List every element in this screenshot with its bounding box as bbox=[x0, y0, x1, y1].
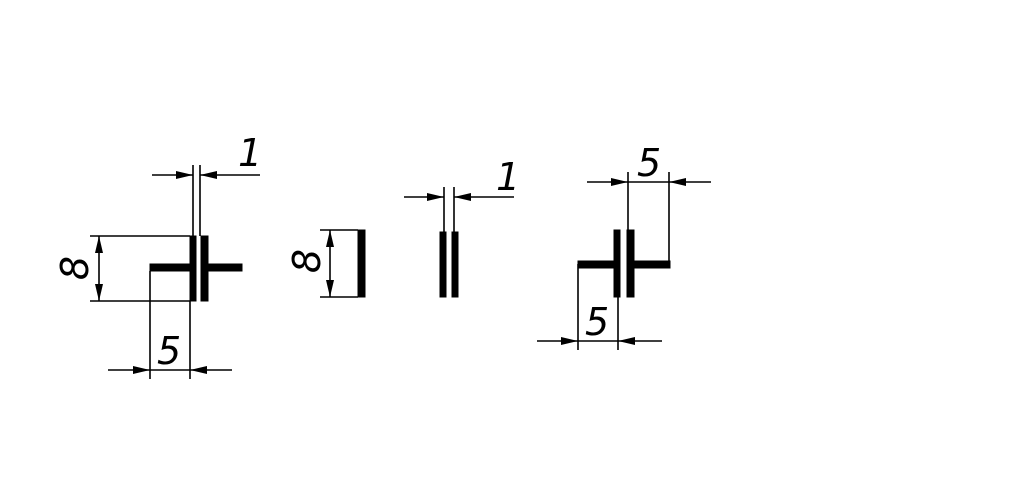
fig4-bottom-arrow-left bbox=[561, 337, 578, 345]
fig2-arrow-bottom bbox=[326, 280, 334, 297]
fig1-top-dim-label: 1 bbox=[238, 131, 262, 175]
fig3-plate-right bbox=[451, 231, 459, 298]
fig1-top-arrow-left bbox=[176, 171, 193, 179]
fig1-bottom-dim-label: 5 bbox=[157, 329, 181, 373]
fig4-top-arrow-left bbox=[611, 178, 628, 186]
fig1-bottom-arrow-left bbox=[133, 366, 150, 374]
figure-1-capacitor-with-leads: 1 8 5 bbox=[53, 131, 262, 379]
fig3-dim-label: 1 bbox=[496, 155, 520, 199]
fig4-plate-left bbox=[613, 229, 621, 298]
fig4-plate-right bbox=[626, 229, 635, 298]
fig1-left-lead bbox=[149, 263, 191, 272]
fig1-plate-left bbox=[189, 235, 197, 302]
fig3-arrow-right bbox=[454, 193, 471, 201]
fig3-plate-left bbox=[439, 231, 447, 298]
fig1-bottom-arrow-right bbox=[190, 366, 207, 374]
fig2-plate bbox=[357, 229, 366, 298]
fig2-dim-label: 8 bbox=[285, 249, 329, 273]
fig1-right-lead bbox=[207, 263, 243, 272]
fig4-top-dim-label: 5 bbox=[637, 141, 661, 185]
figure-4-capacitor-with-offset-leads: 5 5 bbox=[537, 141, 711, 350]
fig1-top-arrow-right bbox=[200, 171, 217, 179]
fig4-left-lead bbox=[577, 260, 617, 269]
fig4-right-lead bbox=[633, 260, 671, 269]
fig2-arrow-top bbox=[326, 230, 334, 247]
figure-2-single-plate: 8 bbox=[285, 229, 366, 298]
fig1-left-dim-label: 8 bbox=[53, 256, 97, 280]
fig4-bottom-arrow-right bbox=[618, 337, 635, 345]
fig1-left-arrow-bottom bbox=[95, 284, 103, 301]
fig3-arrow-left bbox=[427, 193, 444, 201]
figure-3-two-plates: 1 bbox=[404, 155, 520, 298]
fig4-bottom-dim-label: 5 bbox=[585, 300, 609, 344]
fig1-plate-right bbox=[200, 235, 209, 302]
fig4-top-arrow-right bbox=[669, 178, 686, 186]
fig1-left-arrow-top bbox=[95, 236, 103, 253]
